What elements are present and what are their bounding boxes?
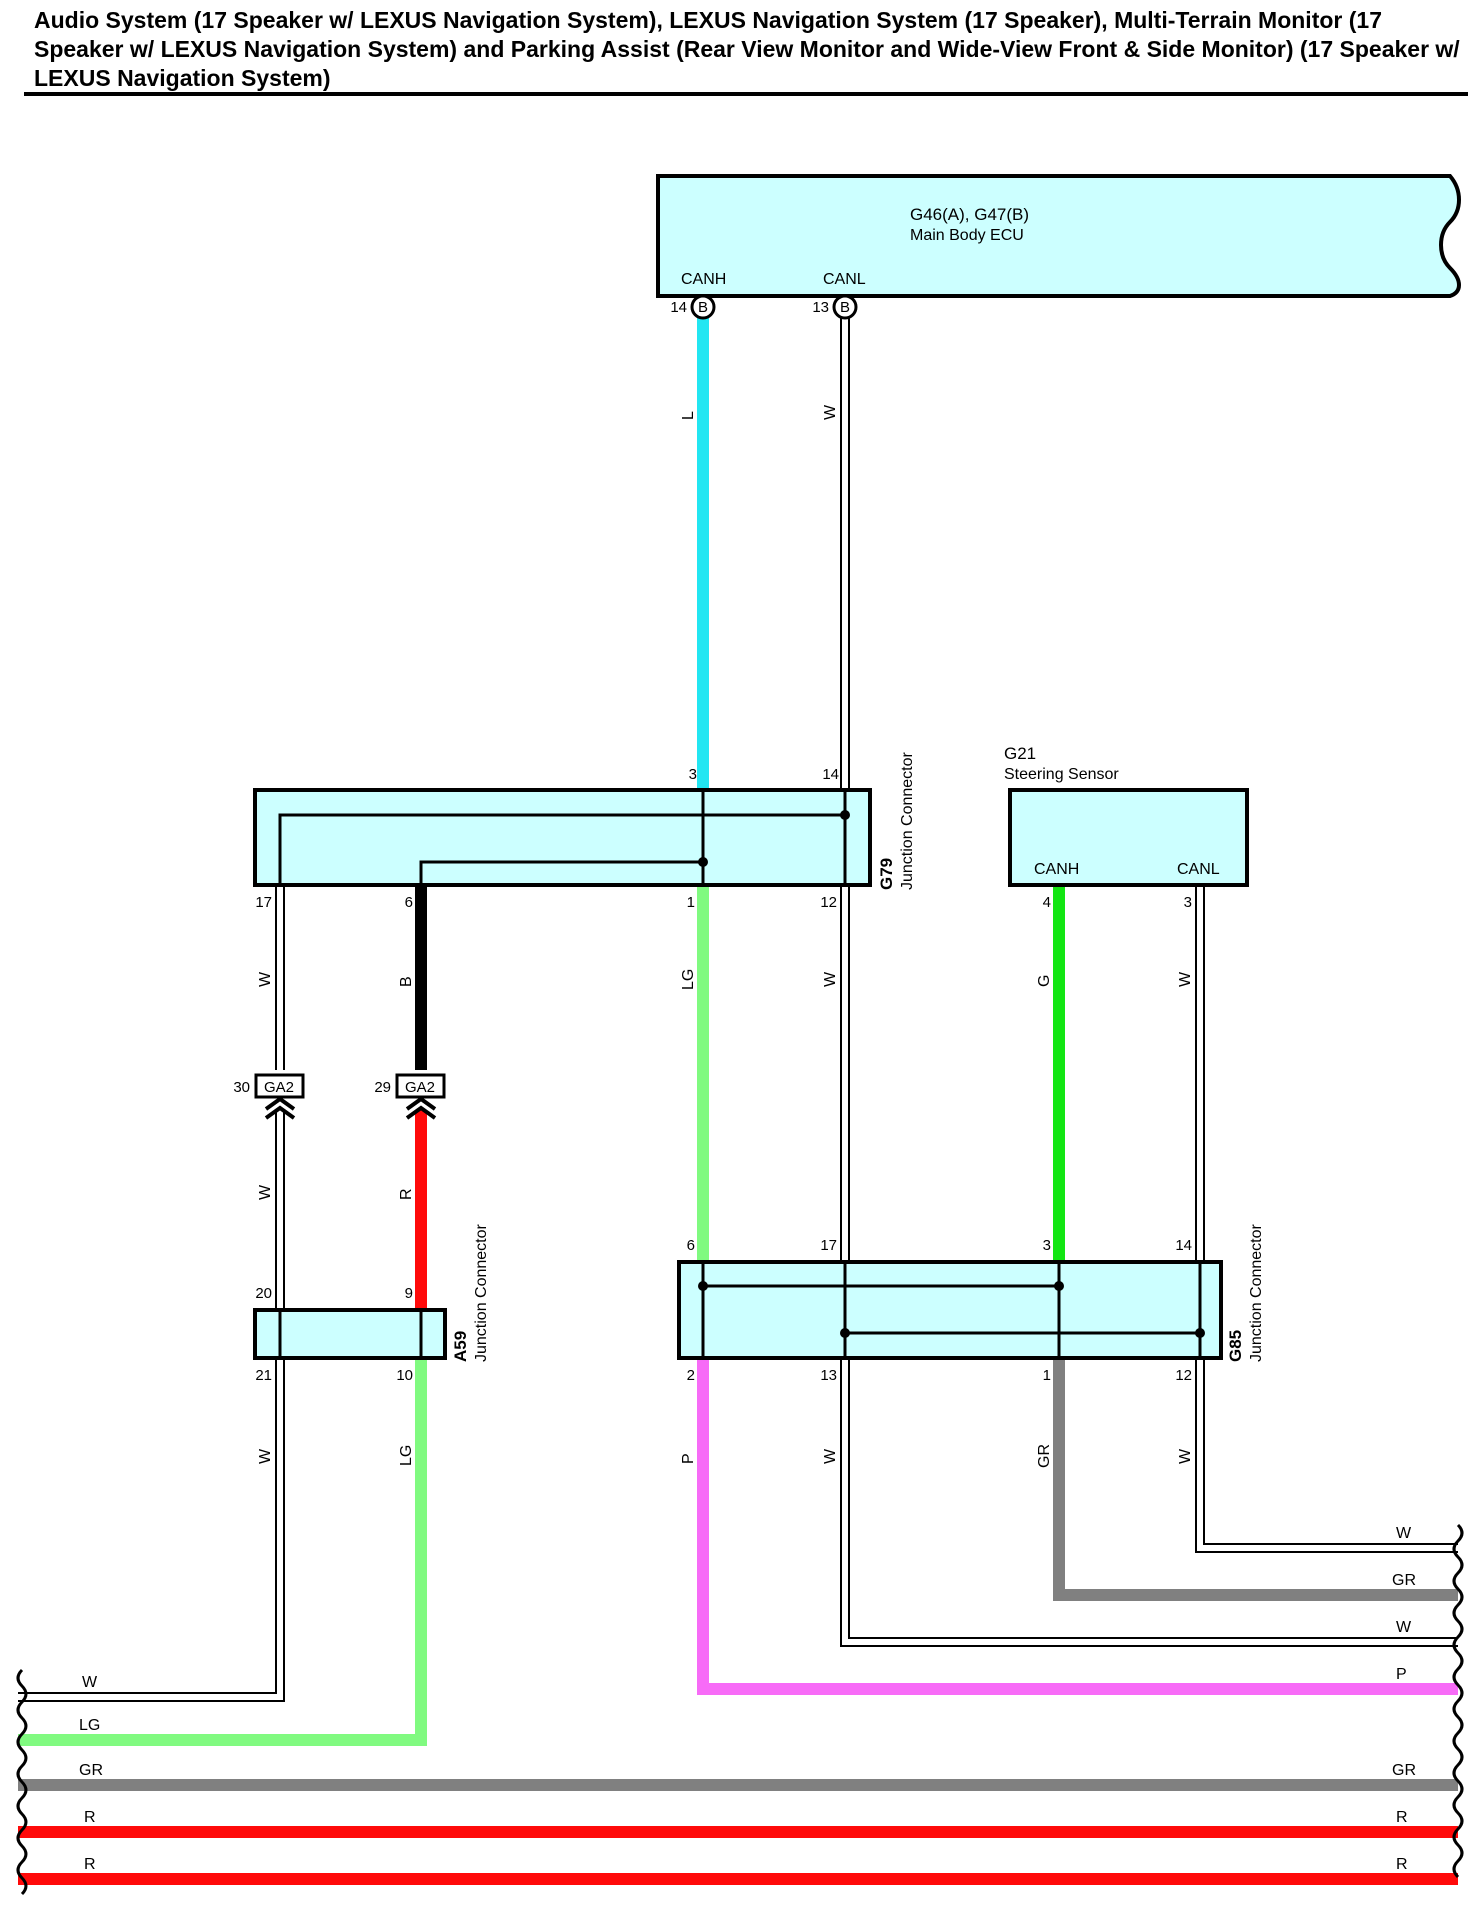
a59-pin-20: 20 [255, 1285, 272, 1302]
label-ecu-canl: W [822, 404, 839, 420]
a59-pin-21: 21 [255, 1367, 272, 1384]
label-ga2-29: R [398, 1188, 415, 1200]
g21-name: Steering Sensor [1004, 766, 1119, 783]
g85-pin-17: 17 [820, 1237, 837, 1254]
bus-labels: W GR W P W LG GR GR R R R R [79, 1525, 1416, 1873]
g79-pin-1: 1 [687, 894, 695, 911]
g85-pin-2: 2 [687, 1367, 695, 1384]
g85-name: Junction Connector [1248, 1223, 1265, 1362]
wire-w-a59-21 [18, 1358, 285, 1702]
break-lines [16, 1523, 1464, 1896]
label-right-w1: W [1396, 1525, 1412, 1542]
a59-junction-connector: 20 9 21 10 A59 Junction Connector [253, 1223, 490, 1384]
label-g85-1: GR [1036, 1444, 1053, 1468]
label-ecu-canh: L [680, 411, 697, 420]
g79-pin-12: 12 [820, 894, 837, 911]
g79-junction-connector: 3 14 17 6 1 12 G79 Junction Connector [253, 751, 916, 911]
label-left-lg: LG [79, 1717, 100, 1734]
ecu-terminals: B B 14 13 [670, 294, 858, 320]
ecu-canl-label: CANL [823, 271, 866, 288]
label-g85-12: W [1177, 1448, 1194, 1464]
g79-pin-14: 14 [822, 766, 839, 783]
g85-pin-13: 13 [820, 1367, 837, 1384]
label-a59-10: LG [398, 1445, 415, 1466]
label-ga2-30: W [257, 1184, 274, 1200]
g79-code: G79 [877, 858, 896, 890]
g21-pin-canh: 4 [1043, 894, 1051, 911]
g79-pin-17: 17 [255, 894, 272, 911]
ecu-name: Main Body ECU [910, 227, 1024, 244]
a59-name: Junction Connector [473, 1223, 490, 1362]
g85-pin-14: 14 [1175, 1237, 1192, 1254]
label-left-w: W [82, 1674, 98, 1691]
g21-canh-label: CANH [1034, 861, 1079, 878]
label-g79-6: B [398, 976, 415, 987]
label-r2-left: R [84, 1856, 96, 1873]
label-gr-right: GR [1392, 1762, 1416, 1779]
wire-p [697, 1358, 1458, 1695]
ecu-conn-letter-canh: B [698, 299, 708, 316]
g85-pin-1: 1 [1043, 1367, 1051, 1384]
ecu-canh-label: CANH [681, 271, 726, 288]
ga2-pin-29: 29 [374, 1079, 391, 1096]
ga2-pin-30: 30 [233, 1079, 250, 1096]
label-g21-canl: W [1177, 971, 1194, 987]
wire-lg-a59-10 [18, 1358, 427, 1746]
ga2-connector: GA2 30 GA2 29 [233, 1073, 446, 1120]
label-gr-left: GR [79, 1762, 103, 1779]
label-r1-right: R [1396, 1809, 1408, 1826]
label-g85-13: W [822, 1448, 839, 1464]
a59-pin-10: 10 [396, 1367, 413, 1384]
g85-pin-12: 12 [1175, 1367, 1192, 1384]
main-body-ecu: G46(A), G47(B) Main Body ECU CANH CANL [656, 174, 1461, 298]
g79-pin-3: 3 [689, 766, 697, 783]
label-g79-1: LG [680, 969, 697, 990]
wires [18, 318, 1458, 1885]
ga2-label-a: GA2 [264, 1079, 294, 1096]
ecu-code: G46(A), G47(B) [910, 205, 1029, 224]
ecu-conn-letter-canl: B [840, 299, 850, 316]
g21-code: G21 [1004, 744, 1036, 763]
g85-pin-6: 6 [687, 1237, 695, 1254]
g21-steering-sensor: G21 Steering Sensor CANH CANL 4 3 [1004, 744, 1249, 911]
ecu-pin-canl: 13 [812, 299, 829, 316]
label-g79-17: W [257, 971, 274, 987]
wire-w-g85-12 [1195, 1358, 1458, 1553]
label-g79-12: W [822, 971, 839, 987]
g85-pin-3: 3 [1043, 1237, 1051, 1254]
label-g21-canh: G [1036, 975, 1053, 987]
g85-junction-connector: 6 17 3 14 2 13 1 12 G85 Junction Connect… [677, 1223, 1265, 1384]
wire-gr-g85-1 [1053, 1358, 1458, 1601]
ga2-label-b: GA2 [405, 1079, 435, 1096]
g79-pin-6: 6 [405, 894, 413, 911]
label-right-gr: GR [1392, 1572, 1416, 1589]
g21-canl-label: CANL [1177, 861, 1220, 878]
a59-pin-9: 9 [405, 1285, 413, 1302]
page-title: Audio System (17 Speaker w/ LEXUS Naviga… [34, 7, 1460, 91]
label-right-w2: W [1396, 1619, 1412, 1636]
g79-name: Junction Connector [899, 751, 916, 890]
ecu-pin-canh: 14 [670, 299, 687, 316]
label-a59-21: W [257, 1448, 274, 1464]
label-g85-2: P [680, 1453, 697, 1464]
title-divider [24, 92, 1468, 96]
wire-color-labels: L W W B LG W G W W R W LG P W GR W [257, 404, 1194, 1468]
a59-code: A59 [451, 1331, 470, 1362]
g21-pin-canl: 3 [1184, 894, 1192, 911]
g85-code: G85 [1226, 1330, 1245, 1362]
label-r2-right: R [1396, 1856, 1408, 1873]
label-r1-left: R [84, 1809, 96, 1826]
label-right-p: P [1396, 1666, 1407, 1683]
